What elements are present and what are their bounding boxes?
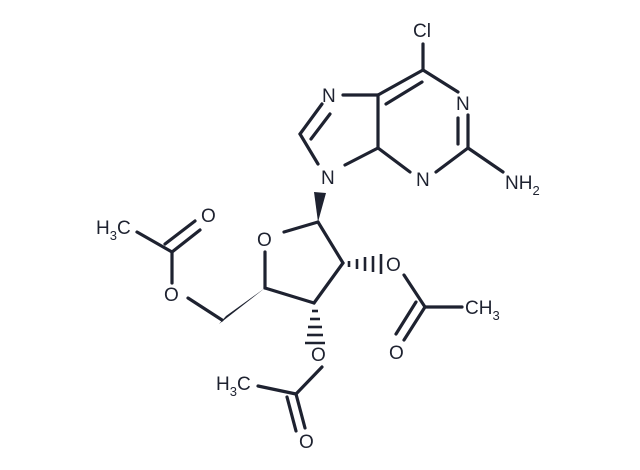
bond-c1-c2prime (316, 220, 345, 265)
bond-carbonyl-c-o-right (402, 305, 427, 342)
bond-carbonyl-c-o-bottom-double (285, 395, 298, 433)
atom-labels: Cl N N N N NH2 O O O H3C O O CH3 O O H3C (96, 21, 540, 453)
bond-c5-c6 (376, 68, 425, 97)
bond-ch2-o5 (186, 296, 224, 322)
bonds (135, 42, 505, 433)
atom-o-ester-bottom: O (311, 345, 326, 366)
wedge-c4-ch2 (219, 288, 265, 324)
bond-o3-carbonyl-c (294, 365, 324, 396)
atom-n1: N (456, 94, 470, 115)
atom-o-ring: O (257, 230, 272, 251)
atom-ch3-left: H3C (96, 218, 131, 243)
bond-carbonyl-c-o-double (163, 219, 197, 246)
atom-cl: Cl (413, 21, 431, 42)
wedge-c1-n9 (314, 192, 326, 222)
hash-c2-o (347, 254, 383, 274)
atom-ch3-right: CH3 (465, 298, 500, 323)
bond-c2prime-c3prime (312, 261, 345, 305)
hash-c3-o (305, 309, 325, 345)
atom-o-ester-left: O (164, 285, 179, 306)
bond-carbonyl-c-ch3 (135, 230, 174, 254)
atom-o-carbonyl-left: O (201, 206, 216, 227)
bond-c3prime-c4prime (263, 286, 316, 305)
bond-o-c1 (282, 220, 320, 234)
bond-carbonyl-c-o-bottom (294, 392, 307, 430)
atom-n9: N (321, 168, 335, 189)
bond-c8-n9 (298, 132, 320, 166)
bond-n9-c4 (343, 146, 380, 167)
atom-nh2: NH2 (505, 173, 540, 198)
bond-o2-carbonyl-c (402, 273, 427, 309)
atom-n3: N (416, 170, 430, 191)
atom-o-carbonyl-right: O (389, 343, 404, 364)
bond-carbonyl-c-o (170, 228, 202, 254)
atom-o-carbonyl-bottom: O (299, 432, 314, 453)
bond-c6-n1 (421, 68, 460, 94)
bond-c2-n3 (434, 146, 470, 174)
atom-ch3-bottom: H3C (216, 374, 251, 399)
bond-n7-c8-double (309, 112, 332, 141)
bond-n3-c4 (376, 146, 412, 174)
bond-carbonyl-c-o-right-double (394, 300, 418, 336)
atom-n7: N (322, 86, 336, 107)
stereo-bonds (219, 192, 383, 345)
bond-c2-nh2 (466, 146, 505, 174)
atom-o-ester-right: O (386, 255, 401, 276)
bond-carbonyl-c-ch3-bottom (256, 384, 298, 396)
bond-c5-c6-double (384, 80, 424, 106)
bond-n7-c8 (298, 102, 324, 136)
